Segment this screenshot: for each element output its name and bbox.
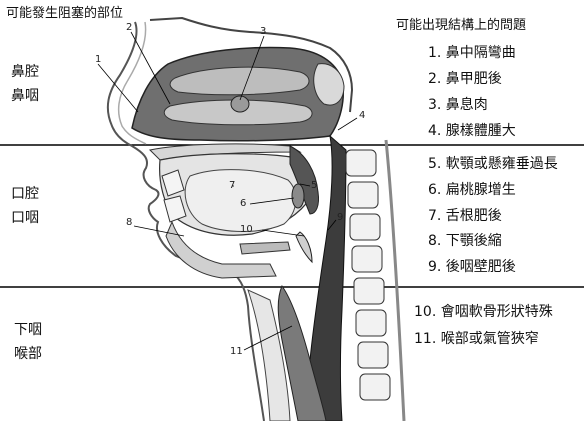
marker-3: 3	[260, 26, 267, 37]
region-nasal-label: 鼻腔 鼻咽	[11, 60, 39, 108]
problem-item: 11. 喉部或氣管狹窄	[414, 331, 539, 347]
lower-teeth	[163, 195, 187, 223]
problem-item: 4. 腺樣體腫大	[428, 123, 516, 139]
problems-list-title: 可能出現結構上的問題	[396, 18, 527, 33]
tonsil	[291, 183, 305, 209]
marker-2: 2	[126, 22, 133, 33]
region-oral-label: 口腔 口咽	[11, 182, 39, 230]
diagram-title: 可能發生阻塞的部位	[6, 6, 124, 21]
problem-item: 7. 舌根肥後	[428, 208, 502, 224]
marker-11: 11	[230, 346, 243, 357]
tongue	[184, 169, 297, 232]
marker-8: 8	[126, 217, 133, 228]
region-label: 口腔	[11, 186, 39, 202]
problem-item: 10. 會咽軟骨形狀特殊	[414, 304, 553, 320]
problem-item: 6. 扁桃腺增生	[428, 182, 516, 198]
problem-item: 2. 鼻甲肥後	[428, 71, 502, 87]
marker-1: 1	[95, 54, 102, 65]
problem-item: 5. 軟顎或懸雍垂過長	[428, 156, 558, 172]
hyoid	[239, 241, 291, 255]
esophagus	[247, 289, 291, 421]
marker-9: 9	[337, 212, 344, 223]
problem-item: 9. 後咽壁肥後	[428, 259, 516, 275]
region-label: 口咽	[11, 210, 39, 226]
marker-10: 10	[240, 224, 253, 235]
sphenoid-sinus	[313, 63, 345, 106]
turbinate-upper	[169, 66, 310, 96]
face-profile-outline	[106, 21, 265, 421]
marker-5: 5	[311, 180, 318, 191]
marker-7: 7	[229, 180, 236, 191]
epiglottis	[295, 231, 313, 264]
problem-item: 8. 下顎後縮	[428, 233, 502, 249]
problem-item: 1. 鼻中隔彎曲	[428, 45, 516, 61]
spinal-cord	[384, 139, 406, 421]
nasal-polyp	[230, 95, 250, 113]
region-hypopharynx-label: 下咽 喉部	[14, 318, 42, 366]
region-label: 鼻咽	[11, 88, 39, 104]
skull-base	[149, 16, 354, 113]
marker-6: 6	[240, 198, 247, 209]
marker-4: 4	[359, 110, 366, 121]
cervical-spine	[345, 149, 391, 401]
region-label: 下咽	[14, 322, 42, 338]
region-label: 鼻腔	[11, 64, 39, 80]
leader-lines	[97, 31, 358, 351]
larynx-trachea	[277, 284, 327, 421]
problem-item: 3. 鼻息肉	[428, 97, 488, 113]
skin-profile-inner	[117, 21, 147, 145]
mandible	[165, 220, 277, 279]
region-label: 喉部	[14, 346, 42, 362]
upper-teeth	[161, 169, 185, 197]
